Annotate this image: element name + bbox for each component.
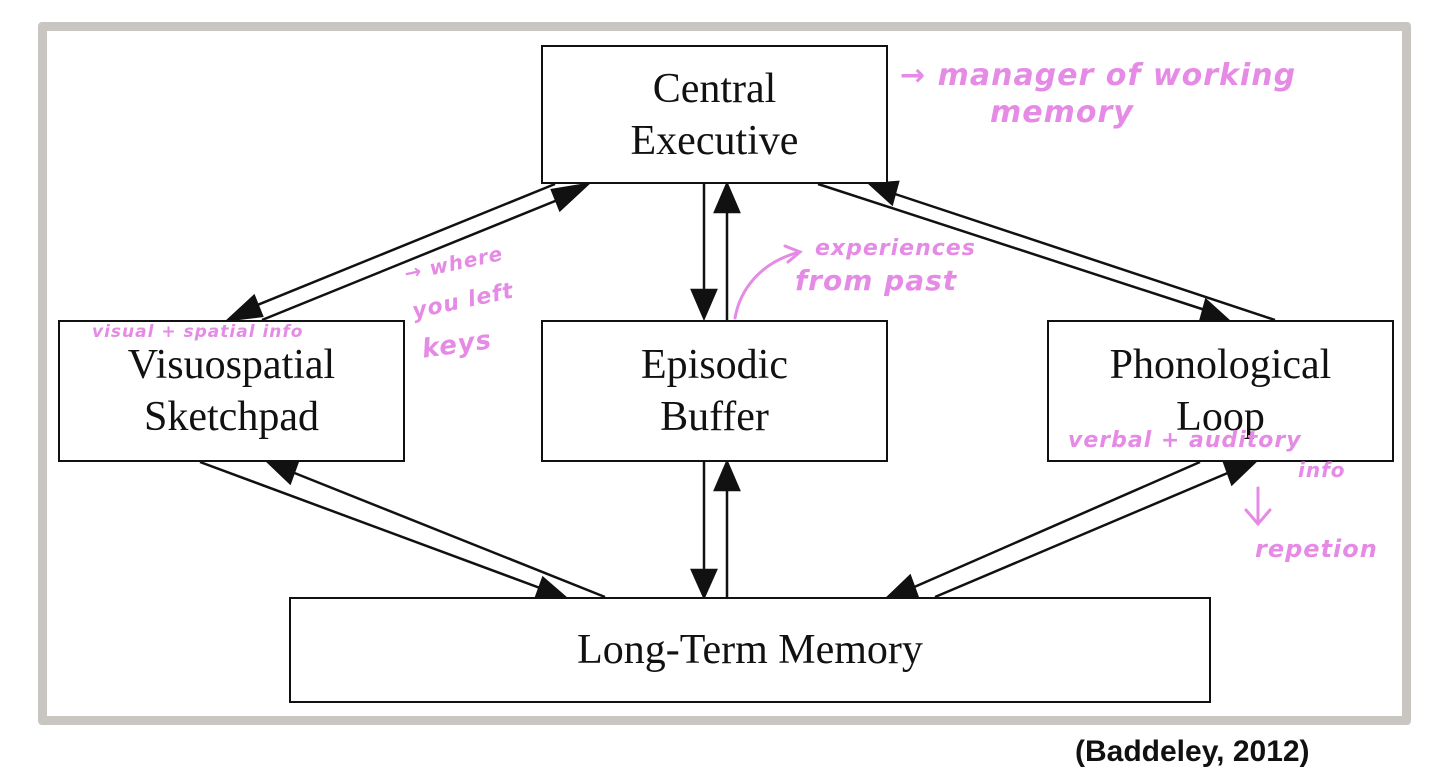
central-executive-box: Central Executive xyxy=(541,45,888,184)
annotation-manager-line2: memory xyxy=(990,95,1134,130)
arrowhead-vs-to-ce xyxy=(550,182,592,213)
annotation-visual-spatial: visual + spatial info xyxy=(92,322,304,342)
central-executive-line2: Executive xyxy=(630,117,799,164)
annotation-experiences-line1: experiences xyxy=(815,236,976,261)
long-term-memory-label: Long-Term Memory xyxy=(577,627,923,673)
long-term-memory-box: Long-Term Memory xyxy=(289,597,1211,703)
experiences-arrowhead-stroke xyxy=(783,244,803,264)
citation: (Baddeley, 2012) xyxy=(1075,735,1310,768)
arrowhead-pl-to-ltm xyxy=(884,573,920,600)
episodic-buffer-box: Episodic Buffer xyxy=(541,320,888,462)
arrowhead-ce-to-vs xyxy=(224,293,264,322)
arrow-pl-to-ce xyxy=(891,191,1276,322)
arrowhead-eb-to-ltm xyxy=(690,568,718,601)
annotation-manager-line1: → manager of working xyxy=(900,58,1297,93)
arrowhead-ltm-to-eb xyxy=(713,458,741,492)
phonological-loop-line1: Phonological xyxy=(1109,342,1332,388)
annotation-verbal-line1: verbal + auditory xyxy=(1068,428,1302,453)
arrow-vs-to-ltm xyxy=(199,460,541,590)
arrow-ltm-to-pl xyxy=(934,470,1231,599)
arrowhead-ltm-to-vs xyxy=(264,459,300,486)
phonological-loop-line2: Loop xyxy=(1176,394,1265,440)
annotation-experiences-line2: from past xyxy=(795,264,958,297)
central-executive-line1: Central xyxy=(652,65,777,112)
arrow-ce-to-pl xyxy=(817,182,1206,312)
arrow-vs-to-ce xyxy=(261,195,566,322)
episodic-buffer-line1: Episodic xyxy=(641,342,788,388)
phonological-loop-box: Phonological Loop xyxy=(1047,320,1394,462)
arrowhead-ce-to-eb xyxy=(690,288,718,322)
arrowhead-pl-to-ce xyxy=(866,180,900,207)
arrowhead-eb-to-ce xyxy=(713,180,741,214)
arrow-ce-to-vs xyxy=(249,182,556,310)
experiences-arrow-stroke xyxy=(733,250,802,320)
visuospatial-sketchpad-line2: Sketchpad xyxy=(144,394,319,440)
visuospatial-sketchpad-box: Visuospatial Sketchpad xyxy=(58,320,405,462)
arrow-ltm-to-vs xyxy=(291,470,606,599)
arrow-pl-to-ltm xyxy=(911,460,1201,590)
repetition-arrowhead-stroke xyxy=(1244,508,1272,527)
annotation-repetition: repetion xyxy=(1255,535,1378,563)
episodic-buffer-line2: Buffer xyxy=(660,394,769,440)
arrowhead-ltm-to-pl xyxy=(1222,460,1259,487)
visuospatial-sketchpad-line1: Visuospatial xyxy=(127,342,336,388)
annotation-verbal-line2: info xyxy=(1298,458,1346,482)
